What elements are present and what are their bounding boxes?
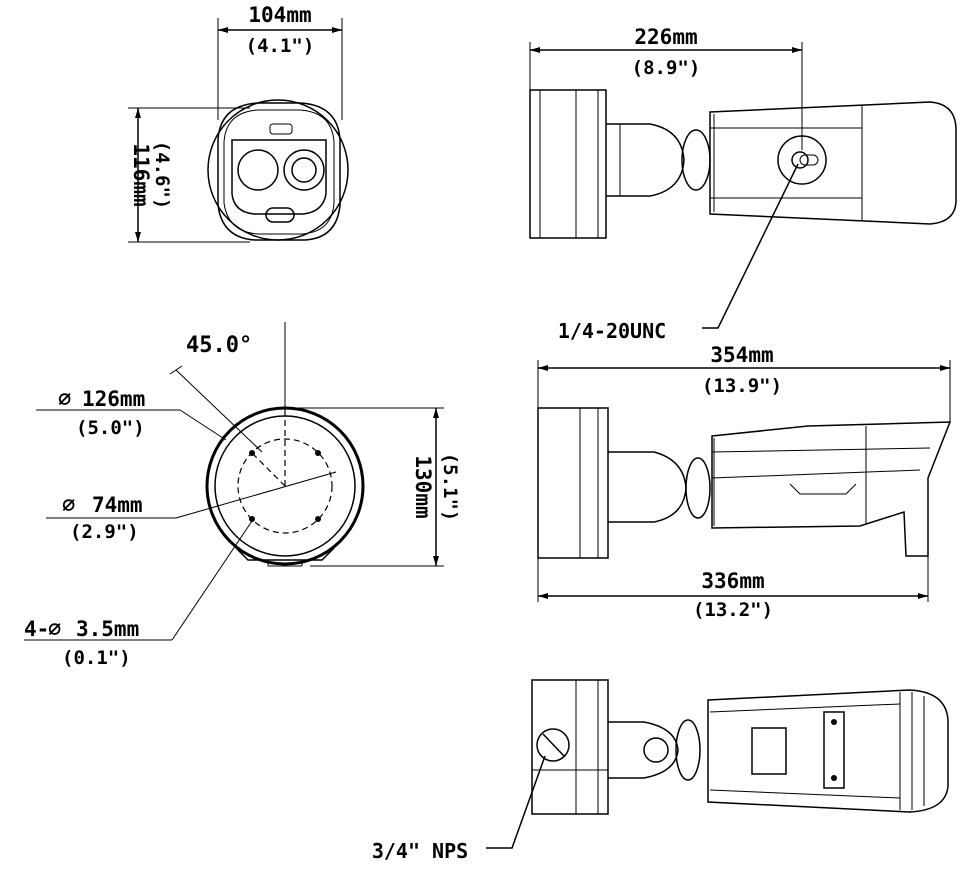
thread-label: 1/4-20UNC	[558, 319, 666, 343]
side-body-mm: 336mm	[701, 569, 764, 593]
front-height-mm: 116mm	[129, 143, 153, 206]
side-view: 354mm (13.9") 336mm (13.2")	[537, 343, 952, 621]
base-outer-dia-mm: 126mm	[82, 387, 145, 411]
base-holes-size: 3.5mm	[76, 617, 139, 641]
base-outer-dia-in: (5.0")	[76, 417, 145, 439]
base-height-in: (5.1")	[439, 453, 461, 522]
base-outer-dia-sym: ∅	[58, 387, 71, 412]
base-holes-count: 4-	[24, 617, 49, 641]
base-angle: 45.0°	[186, 333, 252, 358]
side-body-in: (13.2")	[693, 599, 773, 621]
base-height-mm: 130mm	[411, 455, 435, 518]
top-length-in: (8.9")	[632, 57, 701, 79]
side-overall-in: (13.9")	[702, 375, 782, 397]
front-width-in: (4.1")	[246, 35, 315, 57]
base-bolt-circle-mm: 74mm	[92, 493, 143, 517]
front-view: 104mm (4.1") 116mm (4.6")	[128, 3, 349, 243]
mount-base-view: 45.0° ∅ 126mm (5.0") ∅ 74mm (2.9") 130mm	[24, 322, 461, 669]
bottom-view: 3/4" NPS	[372, 679, 949, 863]
base-holes-in: (0.1")	[62, 647, 131, 669]
side-overall-mm: 354mm	[710, 343, 773, 367]
top-length-mm: 226mm	[634, 25, 697, 49]
top-side-view: 226mm (8.9") 1/4-20UNC	[529, 25, 957, 343]
base-holes-sym: ∅	[48, 617, 61, 642]
front-height-in: (4.6")	[151, 141, 173, 210]
conduit-label: 3/4" NPS	[372, 839, 468, 863]
base-bolt-circle-in: (2.9")	[70, 521, 139, 543]
base-bolt-circle-sym: ∅	[62, 493, 75, 518]
front-width-mm: 104mm	[248, 3, 311, 27]
